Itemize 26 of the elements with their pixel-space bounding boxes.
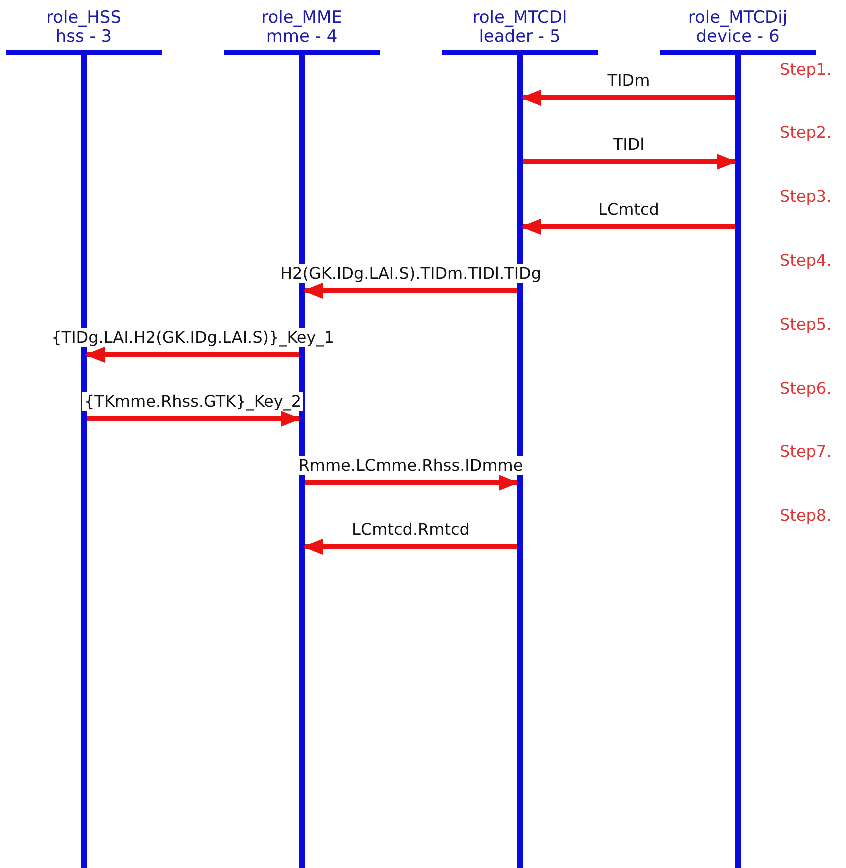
step-label: Step5. <box>780 315 832 334</box>
participant-id: hss - 3 <box>54 28 114 47</box>
message-arrow <box>303 539 517 555</box>
participant-id: device - 6 <box>695 28 781 47</box>
message-arrow <box>303 283 517 299</box>
step-label: Step3. <box>780 187 832 206</box>
message-arrow <box>87 411 301 427</box>
message-arrow <box>521 219 735 235</box>
participant-role: role_MME <box>260 9 344 28</box>
step-label: Step6. <box>780 379 832 398</box>
message-arrow <box>305 475 519 491</box>
participant-id: leader - 5 <box>478 28 562 47</box>
step-label: Step2. <box>780 123 832 142</box>
participant-role: role_HSS <box>45 9 123 28</box>
message-label: {TKmme.Rhss.GTK}_Key_2 <box>82 392 304 411</box>
message-arrow <box>521 90 735 106</box>
message-arrow <box>523 154 737 170</box>
step-label: Step1. <box>780 60 832 79</box>
step-label: Step7. <box>780 442 832 461</box>
message-arrow <box>85 347 299 363</box>
participant-id: mme - 4 <box>265 28 339 47</box>
participant-role: role_MTCDij <box>687 9 789 28</box>
participant-role: role_MTCDl <box>472 9 568 28</box>
step-label: Step8. <box>780 506 832 525</box>
message-label: Rmme.LCmme.Rhss.IDmme <box>296 456 526 475</box>
step-label: Step4. <box>780 251 832 270</box>
